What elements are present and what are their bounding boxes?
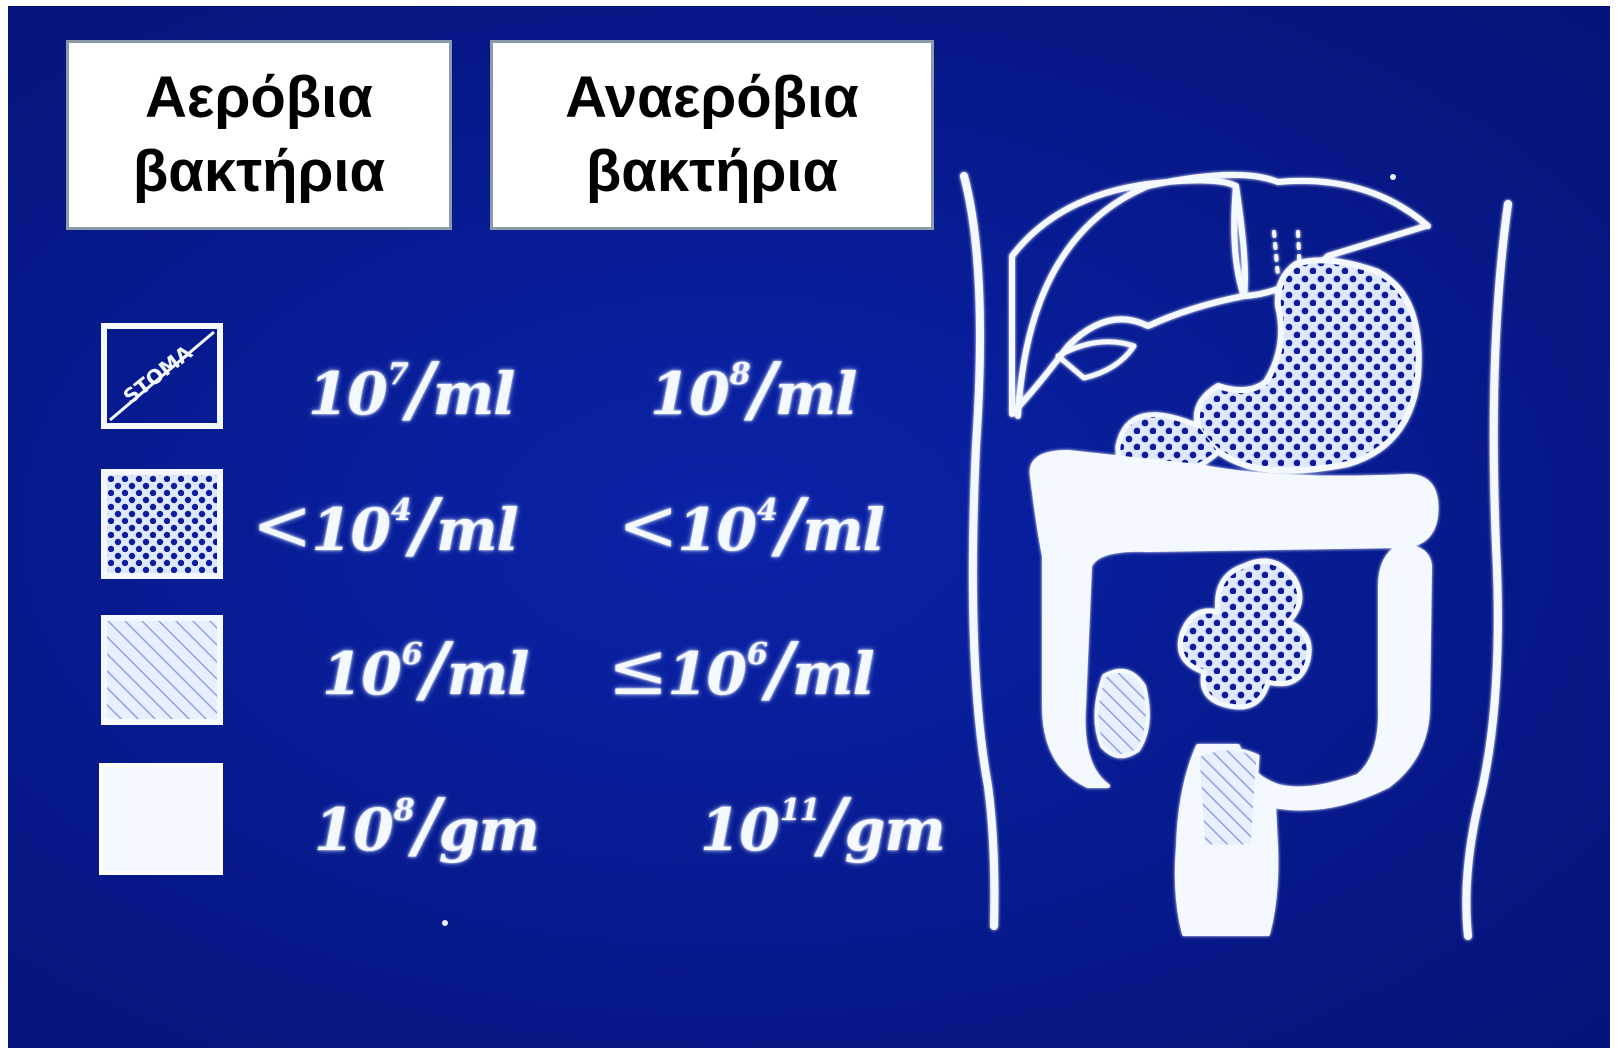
header-anaerobic-line1: Αναερόβια xyxy=(565,61,859,135)
legend-row-3-aerobic-value: 106/ml xyxy=(322,626,528,711)
cecum xyxy=(1096,671,1147,756)
legend-row-2-aerobic-value: <104/ml xyxy=(252,482,518,567)
colon-descending xyxy=(1358,546,1430,786)
header-aerobic-line2: βακτήρια xyxy=(133,135,385,209)
liver-outline xyxy=(1012,180,1244,414)
legend-row-1-aerobic-value: 107/ml xyxy=(308,346,514,431)
slide-background: Αερόβια βακτήρια Αναερόβια βακτήρια STOM… xyxy=(8,6,1610,1048)
legend-swatch-stomach-text: STOMA xyxy=(119,340,198,409)
legend-row-3-anaerobic-value: ≤106/ml xyxy=(608,626,874,711)
legend-swatch-stomach: STOMA xyxy=(100,322,224,430)
stomach xyxy=(1197,260,1419,470)
header-anaerobic-line2: βακτήρια xyxy=(586,135,838,209)
legend-row-2-anaerobic-value: <104/ml xyxy=(618,482,884,567)
small-intestine xyxy=(1180,561,1309,707)
legend-swatch-solid xyxy=(98,762,224,876)
body-outline-right xyxy=(1466,204,1508,936)
legend-swatch-hatched xyxy=(100,614,224,726)
header-aerobic-line1: Αερόβια xyxy=(145,61,373,135)
header-box-aerobic: Αερόβια βακτήρια xyxy=(66,40,452,230)
gi-tract-diagram xyxy=(948,146,1528,946)
body-outline-left xyxy=(964,176,994,926)
legend-row-4-anaerobic-value: 1011/gm xyxy=(700,782,945,867)
legend-row-4-aerobic-value: 108/gm xyxy=(314,782,539,867)
rectum-detail xyxy=(1198,749,1258,846)
header-box-anaerobic: Αναερόβια βακτήρια xyxy=(490,40,934,230)
legend-swatch-dotted xyxy=(100,468,224,580)
legend-row-1-anaerobic-value: 108/ml xyxy=(650,346,856,431)
chalk-speck xyxy=(442,920,448,926)
